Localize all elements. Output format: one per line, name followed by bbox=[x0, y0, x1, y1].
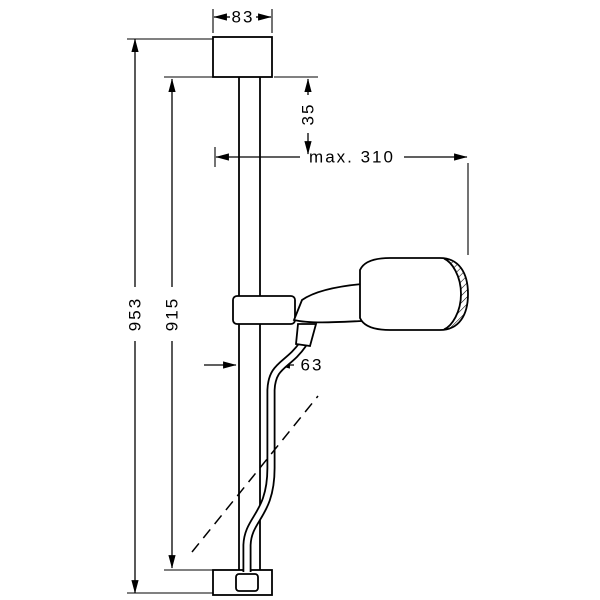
dim-total-height: 953 bbox=[126, 38, 213, 594]
dim-max-reach-label: max. 310 bbox=[309, 148, 395, 167]
dim-max-reach: max. 310 bbox=[214, 147, 469, 255]
hose-inner bbox=[244, 342, 306, 572]
hose-nut bbox=[295, 323, 318, 348]
hand-shower bbox=[232, 257, 469, 348]
dim-top-offset: 35 bbox=[274, 76, 318, 155]
dim-holder-depth-label: 63 bbox=[301, 356, 324, 375]
dim-top-width-label: 83 bbox=[232, 8, 255, 27]
spray-face-hatch bbox=[444, 258, 468, 330]
shower-head-body bbox=[359, 257, 469, 331]
dim-holder-depth: 63 bbox=[204, 356, 324, 375]
top-bracket bbox=[212, 36, 273, 78]
shower-hose bbox=[235, 341, 307, 592]
dim-bar-height-label: 915 bbox=[163, 297, 182, 331]
dim-top-offset-label: 35 bbox=[299, 103, 318, 126]
hose-end-cone bbox=[235, 573, 259, 592]
shower-handle bbox=[292, 283, 363, 324]
shower-holder bbox=[232, 295, 296, 325]
dim-total-height-label: 953 bbox=[126, 297, 145, 331]
dim-bar-height: 915 bbox=[163, 76, 238, 571]
dim-top-width: 83 bbox=[212, 8, 273, 33]
hose-break-line bbox=[191, 395, 319, 553]
spray-face-edge bbox=[443, 257, 462, 331]
